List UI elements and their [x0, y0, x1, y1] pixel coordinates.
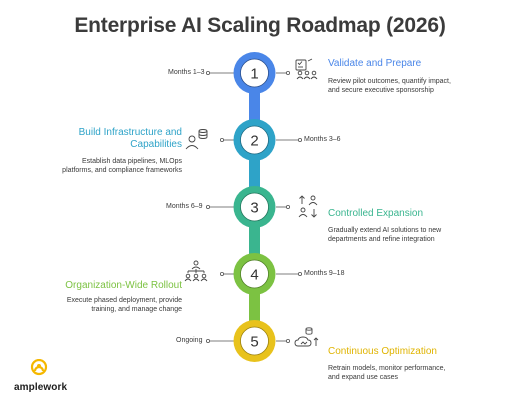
- connector-1-2: [249, 88, 260, 138]
- step-circle-5: 5: [233, 320, 276, 362]
- org-chart-icon: [184, 260, 208, 282]
- step-circle-1: 1: [233, 52, 276, 94]
- months-label-2: Months 3–6: [304, 136, 341, 143]
- months-label-1: Months 1–3: [168, 69, 205, 76]
- person-database-icon: [185, 129, 208, 150]
- months-label-3: Months 6–9: [166, 203, 203, 210]
- step-number-5: 5: [250, 334, 258, 351]
- people-exchange-icon: [298, 195, 318, 218]
- step-title-2: Build Infrastructure and Capabilities: [78, 127, 182, 150]
- connector-2-3: [249, 155, 260, 205]
- connector-4-5: [249, 289, 260, 339]
- page-title: Enterprise AI Scaling Roadmap (2026): [74, 14, 446, 37]
- step-title-3: Controlled Expansion: [328, 208, 424, 219]
- step-description-2: Establish data pipelines, MLOps platform…: [62, 158, 182, 174]
- step-description-3: Gradually extend AI solutions to new dep…: [328, 227, 442, 243]
- month-lines: [205, 71, 302, 343]
- connector-3-4: [249, 222, 260, 272]
- step-circle-3: 3: [233, 186, 276, 228]
- step-description-4: Execute phased deployment, provide train…: [66, 297, 182, 313]
- step-number-3: 3: [250, 200, 258, 217]
- step-circle-2: 2: [233, 119, 276, 161]
- step-title-5: Continuous Optimization: [328, 346, 437, 357]
- step-title-4: Organization-Wide Rollout: [65, 280, 182, 291]
- months-label-4: Months 9–18: [304, 270, 345, 277]
- amplework-logo-icon: [30, 359, 48, 376]
- step-circle-4: 4: [233, 253, 276, 295]
- step-description-5: Retrain models, monitor performance, and…: [328, 365, 446, 381]
- step-number-1: 1: [250, 66, 258, 83]
- checklist-team-icon: [295, 58, 318, 80]
- step-number-2: 2: [250, 133, 258, 150]
- step-description-1: Review pilot outcomes, quantify impact, …: [328, 78, 451, 94]
- icon-lines: [219, 71, 290, 343]
- cloud-database-growth-icon: [294, 327, 319, 347]
- step-number-4: 4: [250, 267, 258, 284]
- step-title-1: Validate and Prepare: [328, 58, 422, 69]
- brand-name: amplework: [14, 382, 68, 393]
- months-label-5: Ongoing: [176, 337, 203, 344]
